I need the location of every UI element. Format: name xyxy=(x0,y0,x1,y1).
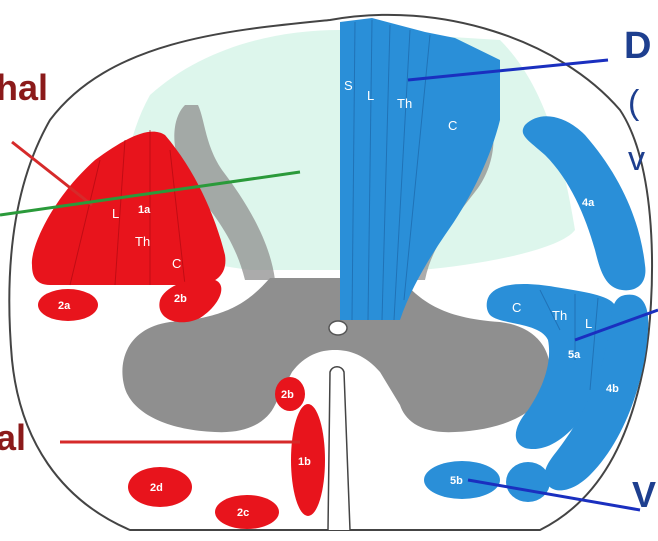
tract-2b-upper-label: 2b xyxy=(174,293,187,305)
tract-5b-label: 5b xyxy=(450,475,463,487)
label-right-v: v xyxy=(628,140,645,178)
central-canal xyxy=(329,321,347,335)
tract-5a-label: 5a xyxy=(568,349,581,361)
lateral-letter-c: C xyxy=(512,300,521,315)
tract-1a-id: 1a xyxy=(138,204,151,216)
dorsal-letter-s: S xyxy=(344,78,353,93)
dorsal-letter-l: L xyxy=(367,88,374,103)
tract-1b-label: 1b xyxy=(298,456,311,468)
tract-1a-l: L xyxy=(112,206,119,221)
label-right-paren: ( xyxy=(628,84,640,122)
label-left-top: hal xyxy=(0,67,48,108)
tract-1a-th: Th xyxy=(135,234,150,249)
tract-2d-label: 2d xyxy=(150,482,163,494)
tract-2b-lower-label: 2b xyxy=(281,389,294,401)
label-top-right-letter: D xyxy=(624,25,651,67)
lateral-letter-l: L xyxy=(585,316,592,331)
dorsal-letter-th: Th xyxy=(397,96,412,111)
tract-1a-c: C xyxy=(172,256,181,271)
lateral-letter-th: Th xyxy=(552,308,567,323)
tract-2c-label: 2c xyxy=(237,507,249,519)
dorsal-letter-c: C xyxy=(448,118,457,133)
label-left-bottom: al xyxy=(0,417,26,458)
tract-4b-label: 4b xyxy=(606,383,619,395)
tract-4a-label: 4a xyxy=(582,197,595,209)
tract-2a-label: 2a xyxy=(58,300,71,312)
tract-small-blue xyxy=(506,462,550,502)
label-right-bottom-letter: V xyxy=(632,474,656,515)
